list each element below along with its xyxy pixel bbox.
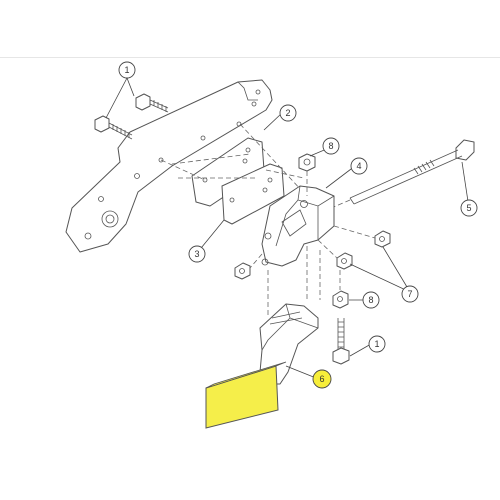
hex-bolt-upper-1 <box>135 93 169 113</box>
callout-3: 3 <box>188 245 206 263</box>
callout-6: 6 <box>312 369 332 389</box>
callout-6-label: 6 <box>319 374 324 384</box>
callout-1-bottom: 1 <box>368 335 386 353</box>
callout-8-bottom-label: 8 <box>368 295 373 305</box>
callout-2: 2 <box>279 104 297 122</box>
callout-1-top: 1 <box>118 61 136 79</box>
stud-bolt-1-bottom <box>332 318 350 365</box>
hex-nut-8-bottom <box>332 290 349 309</box>
callout-5-label: 5 <box>466 203 471 213</box>
callout-4: 4 <box>350 157 368 175</box>
clamp-block-4 <box>261 185 335 267</box>
callout-7: 7 <box>401 285 419 303</box>
callout-3-label: 3 <box>194 249 199 259</box>
callout-1-top-label: 1 <box>124 65 129 75</box>
callout-5: 5 <box>460 199 478 217</box>
hex-nut-7-left <box>234 262 251 280</box>
hex-nut-7-right-upper <box>374 230 391 248</box>
callout-8-top: 8 <box>322 137 340 155</box>
mounting-plate <box>65 79 273 253</box>
callout-7-label: 7 <box>407 289 412 299</box>
highlighted-insert-6 <box>205 361 287 429</box>
callout-1-bottom-label: 1 <box>374 339 379 349</box>
hex-bolt-upper-2 <box>94 115 133 140</box>
callout-8-bottom: 8 <box>362 291 380 309</box>
hex-nut-7-right-lower <box>336 252 353 270</box>
hex-nut-8-top <box>298 153 316 172</box>
long-bolt-5 <box>349 139 475 205</box>
callout-4-label: 4 <box>356 161 361 171</box>
top-divider-line <box>0 57 500 58</box>
callout-8-top-label: 8 <box>328 141 333 151</box>
callout-2-label: 2 <box>285 108 290 118</box>
tooth-holder <box>259 303 319 385</box>
